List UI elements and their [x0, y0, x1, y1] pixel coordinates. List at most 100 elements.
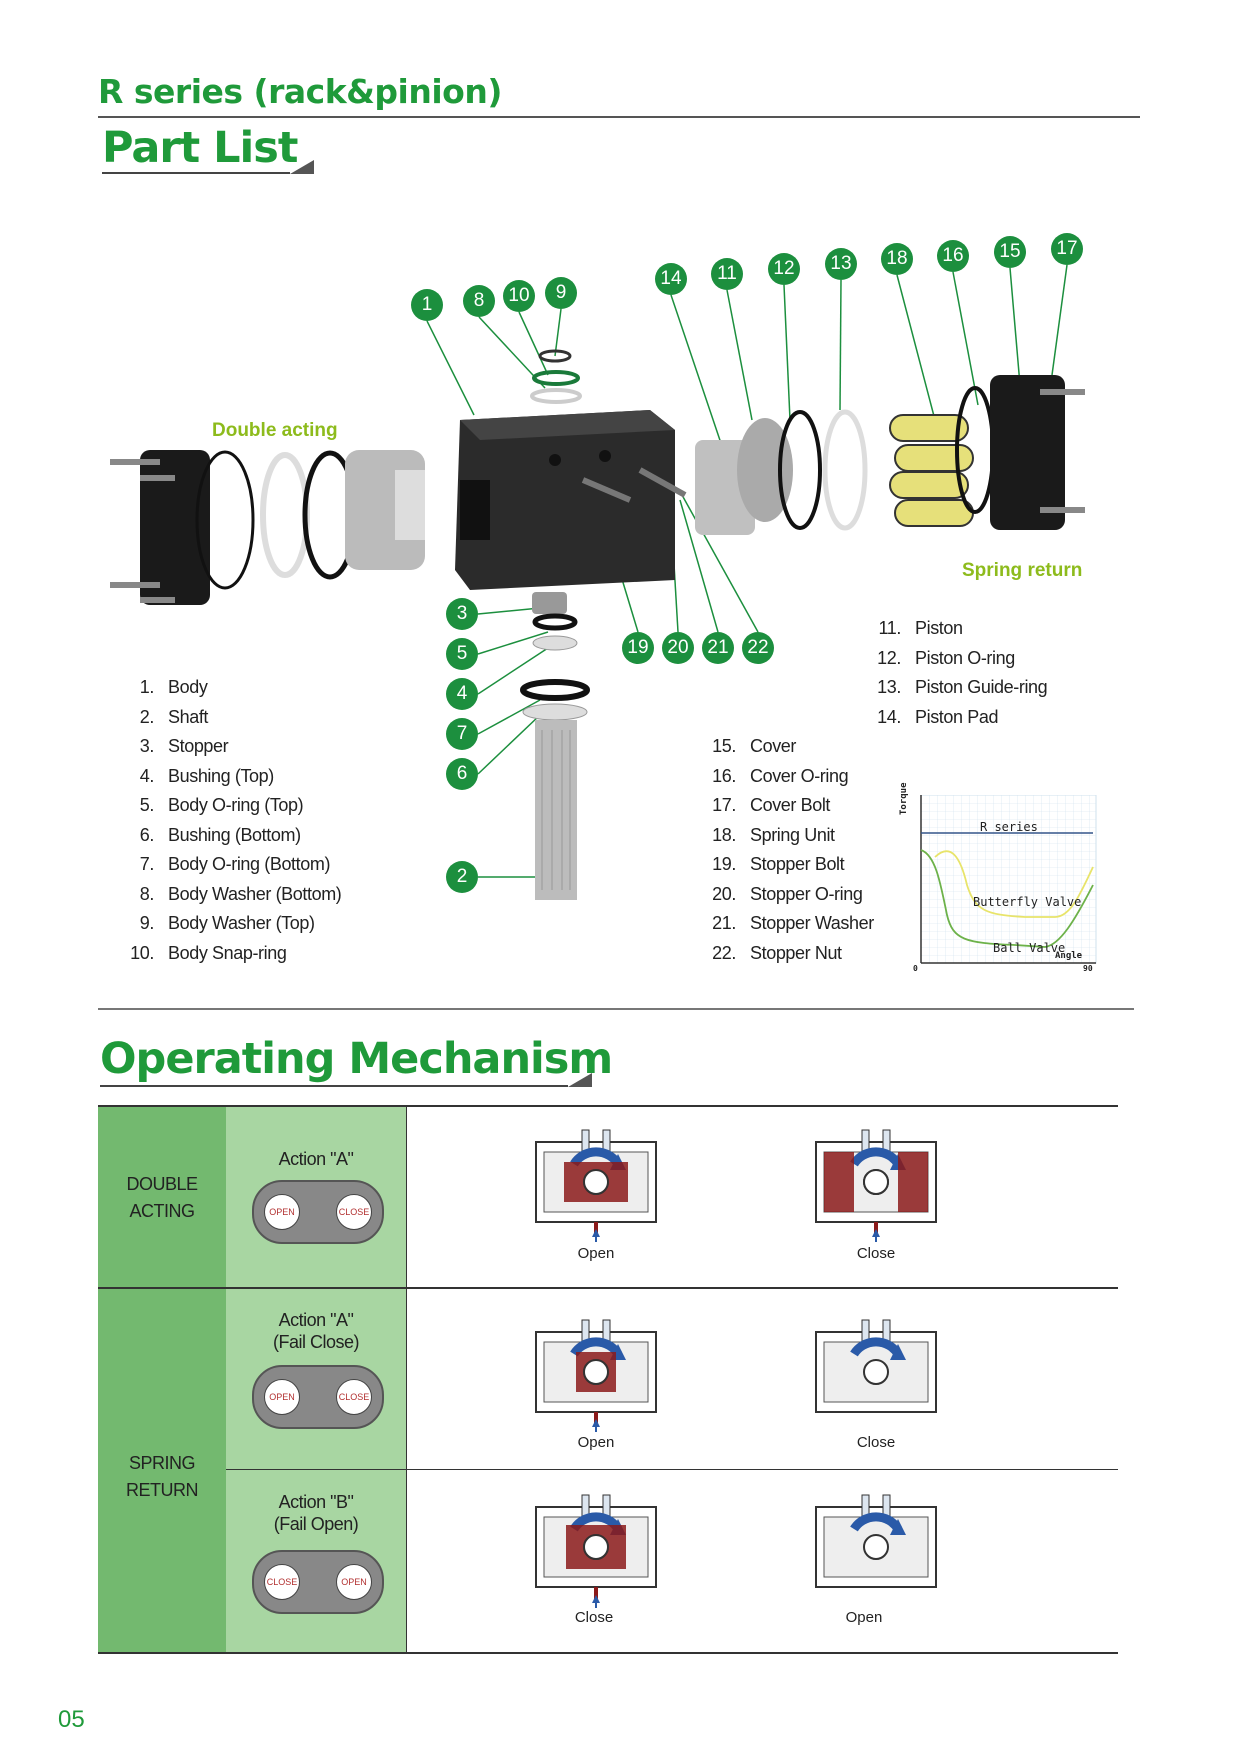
action-cell-2: Action "B" (Fail Open) CLOSE OPEN — [226, 1470, 406, 1652]
action-sub-label: (Fail Close) — [272, 1332, 360, 1352]
part-list-underline — [102, 172, 290, 174]
badge-5: 5 — [446, 638, 478, 670]
part-number: 8. — [139, 883, 155, 904]
part-name: Stopper O-ring — [750, 883, 863, 904]
part-number: 19. — [712, 854, 736, 874]
header-rule — [98, 116, 1140, 118]
part-list-item: 9. Body Washer (Top) — [128, 909, 341, 939]
part-list-item: 1. Body — [128, 673, 341, 703]
badge-20: 20 — [662, 632, 694, 664]
torque-x-label: Angle — [1055, 951, 1083, 961]
part-number: 18. — [712, 824, 736, 845]
part-list-item: 5.Body O-ring (Top) — [128, 791, 341, 821]
part-number: 9. — [139, 913, 155, 933]
part-list-item: 19.Stopper Bolt — [710, 850, 874, 880]
part-name: Body O-ring (Bottom) — [168, 854, 331, 874]
part-number: 15. — [712, 736, 736, 756]
part-list-item: 17.Cover Bolt — [710, 791, 874, 821]
torque-chart: Torque R series Butterfly Valve Ball Val… — [899, 782, 1100, 973]
action-pill: OPEN CLOSE — [252, 1365, 384, 1429]
part-number: 1. — [139, 677, 155, 697]
part-number: 7. — [139, 854, 155, 874]
part-number: 22. — [712, 942, 736, 963]
part-list-item: 7. Body O-ring (Bottom) — [128, 850, 341, 880]
action-cell-1: Action "A" (Fail Close) OPEN CLOSE — [226, 1288, 406, 1469]
badge-4: 4 — [446, 678, 478, 710]
part-list-item: 3.Stopper — [128, 732, 341, 762]
mechanism-underline — [100, 1085, 568, 1087]
column-divider — [406, 1107, 407, 1652]
part-list-item: 11.Piston — [875, 614, 1047, 644]
action-pill: CLOSE OPEN — [252, 1550, 384, 1614]
row-divider — [226, 1469, 1118, 1470]
badge-13: 13 — [825, 248, 857, 280]
badge-18: 18 — [881, 243, 913, 275]
part-number: 10. — [130, 942, 154, 963]
mechanism-arrow-icon — [568, 1073, 592, 1087]
state-caption: Close — [856, 1245, 896, 1262]
badge-22: 22 — [742, 632, 774, 664]
state-caption: Open — [577, 1245, 615, 1262]
pill-right-port: CLOSE — [336, 1194, 372, 1230]
series-butterfly-label: Butterfly Valve — [973, 895, 1082, 909]
pill-left-port: OPEN — [264, 1379, 300, 1415]
part-list-item: 2.Shaft — [128, 703, 341, 733]
badge-10: 10 — [503, 280, 535, 312]
part-list-item: 15. Cover — [710, 732, 874, 762]
action-cell-0: Action "A" OPEN CLOSE — [226, 1107, 406, 1287]
state-caption: Close — [574, 1609, 614, 1626]
pill-left-port: CLOSE — [264, 1564, 300, 1600]
part-list-item: 4. Bushing (Top) — [128, 762, 341, 792]
part-number: 13. — [877, 677, 901, 697]
state-caption: Open — [577, 1434, 615, 1451]
part-list-item: 8.Body Washer (Bottom) — [128, 880, 342, 910]
action-label: Action "A" — [278, 1310, 354, 1330]
part-number: 12. — [877, 647, 901, 668]
badge-16: 16 — [937, 240, 969, 272]
part-name: Stopper Nut — [750, 942, 842, 963]
part-name: Cover — [750, 736, 797, 756]
actuator-illustrations — [406, 1107, 1118, 1608]
part-list-item: 20.Stopper O-ring — [710, 880, 874, 910]
badge-12: 12 — [768, 253, 800, 285]
part-number: 16. — [712, 765, 736, 786]
part-number: 4. — [139, 765, 155, 786]
badge-1: 1 — [411, 289, 443, 321]
badge-8: 8 — [463, 285, 495, 317]
pill-right-port: CLOSE — [336, 1379, 372, 1415]
part-name: Piston Guide-ring — [915, 677, 1048, 697]
part-number: 5. — [139, 795, 155, 815]
pill-right-port: OPEN — [336, 1564, 372, 1600]
part-list-arrow-icon — [290, 160, 314, 174]
part-name: Cover O-ring — [750, 765, 849, 786]
part-number: 11. — [878, 618, 902, 638]
action-pill: OPEN CLOSE — [252, 1180, 384, 1244]
part-list-item: 18.Spring Unit — [710, 821, 874, 851]
badge-7: 7 — [446, 718, 478, 750]
part-list-item: 12.Piston O-ring — [875, 644, 1047, 674]
badge-3: 3 — [446, 598, 478, 630]
part-name: Body — [168, 677, 208, 697]
part-name: Piston Pad — [915, 706, 999, 727]
state-caption: Open — [845, 1609, 883, 1626]
section-rule — [98, 1008, 1134, 1010]
double-acting-label: Double acting — [212, 420, 338, 441]
badge-2: 2 — [446, 861, 478, 893]
part-list-item: 6.Bushing (Bottom) — [128, 821, 341, 851]
series-r-label: R series — [980, 820, 1038, 834]
series-ball-label: Ball Valve — [993, 941, 1066, 955]
mechanism-table: DOUBLE ACTING SPRING RETURN Action "A" O… — [98, 1105, 1118, 1654]
badge-17: 17 — [1051, 233, 1083, 265]
part-name: Bushing (Top) — [168, 765, 274, 786]
series-title: R series (rack&pinion) — [98, 72, 502, 111]
part-name: Body Washer (Top) — [168, 913, 315, 933]
spring-return-cell: SPRING RETURN — [98, 1288, 226, 1652]
part-number: 2. — [139, 706, 155, 727]
torque-x-max: 90 — [1083, 964, 1093, 973]
double-acting-cell: DOUBLE ACTING — [98, 1107, 226, 1287]
part-name: Body Snap-ring — [168, 942, 287, 963]
badge-6: 6 — [446, 758, 478, 790]
part-name: Bushing (Bottom) — [168, 824, 301, 845]
